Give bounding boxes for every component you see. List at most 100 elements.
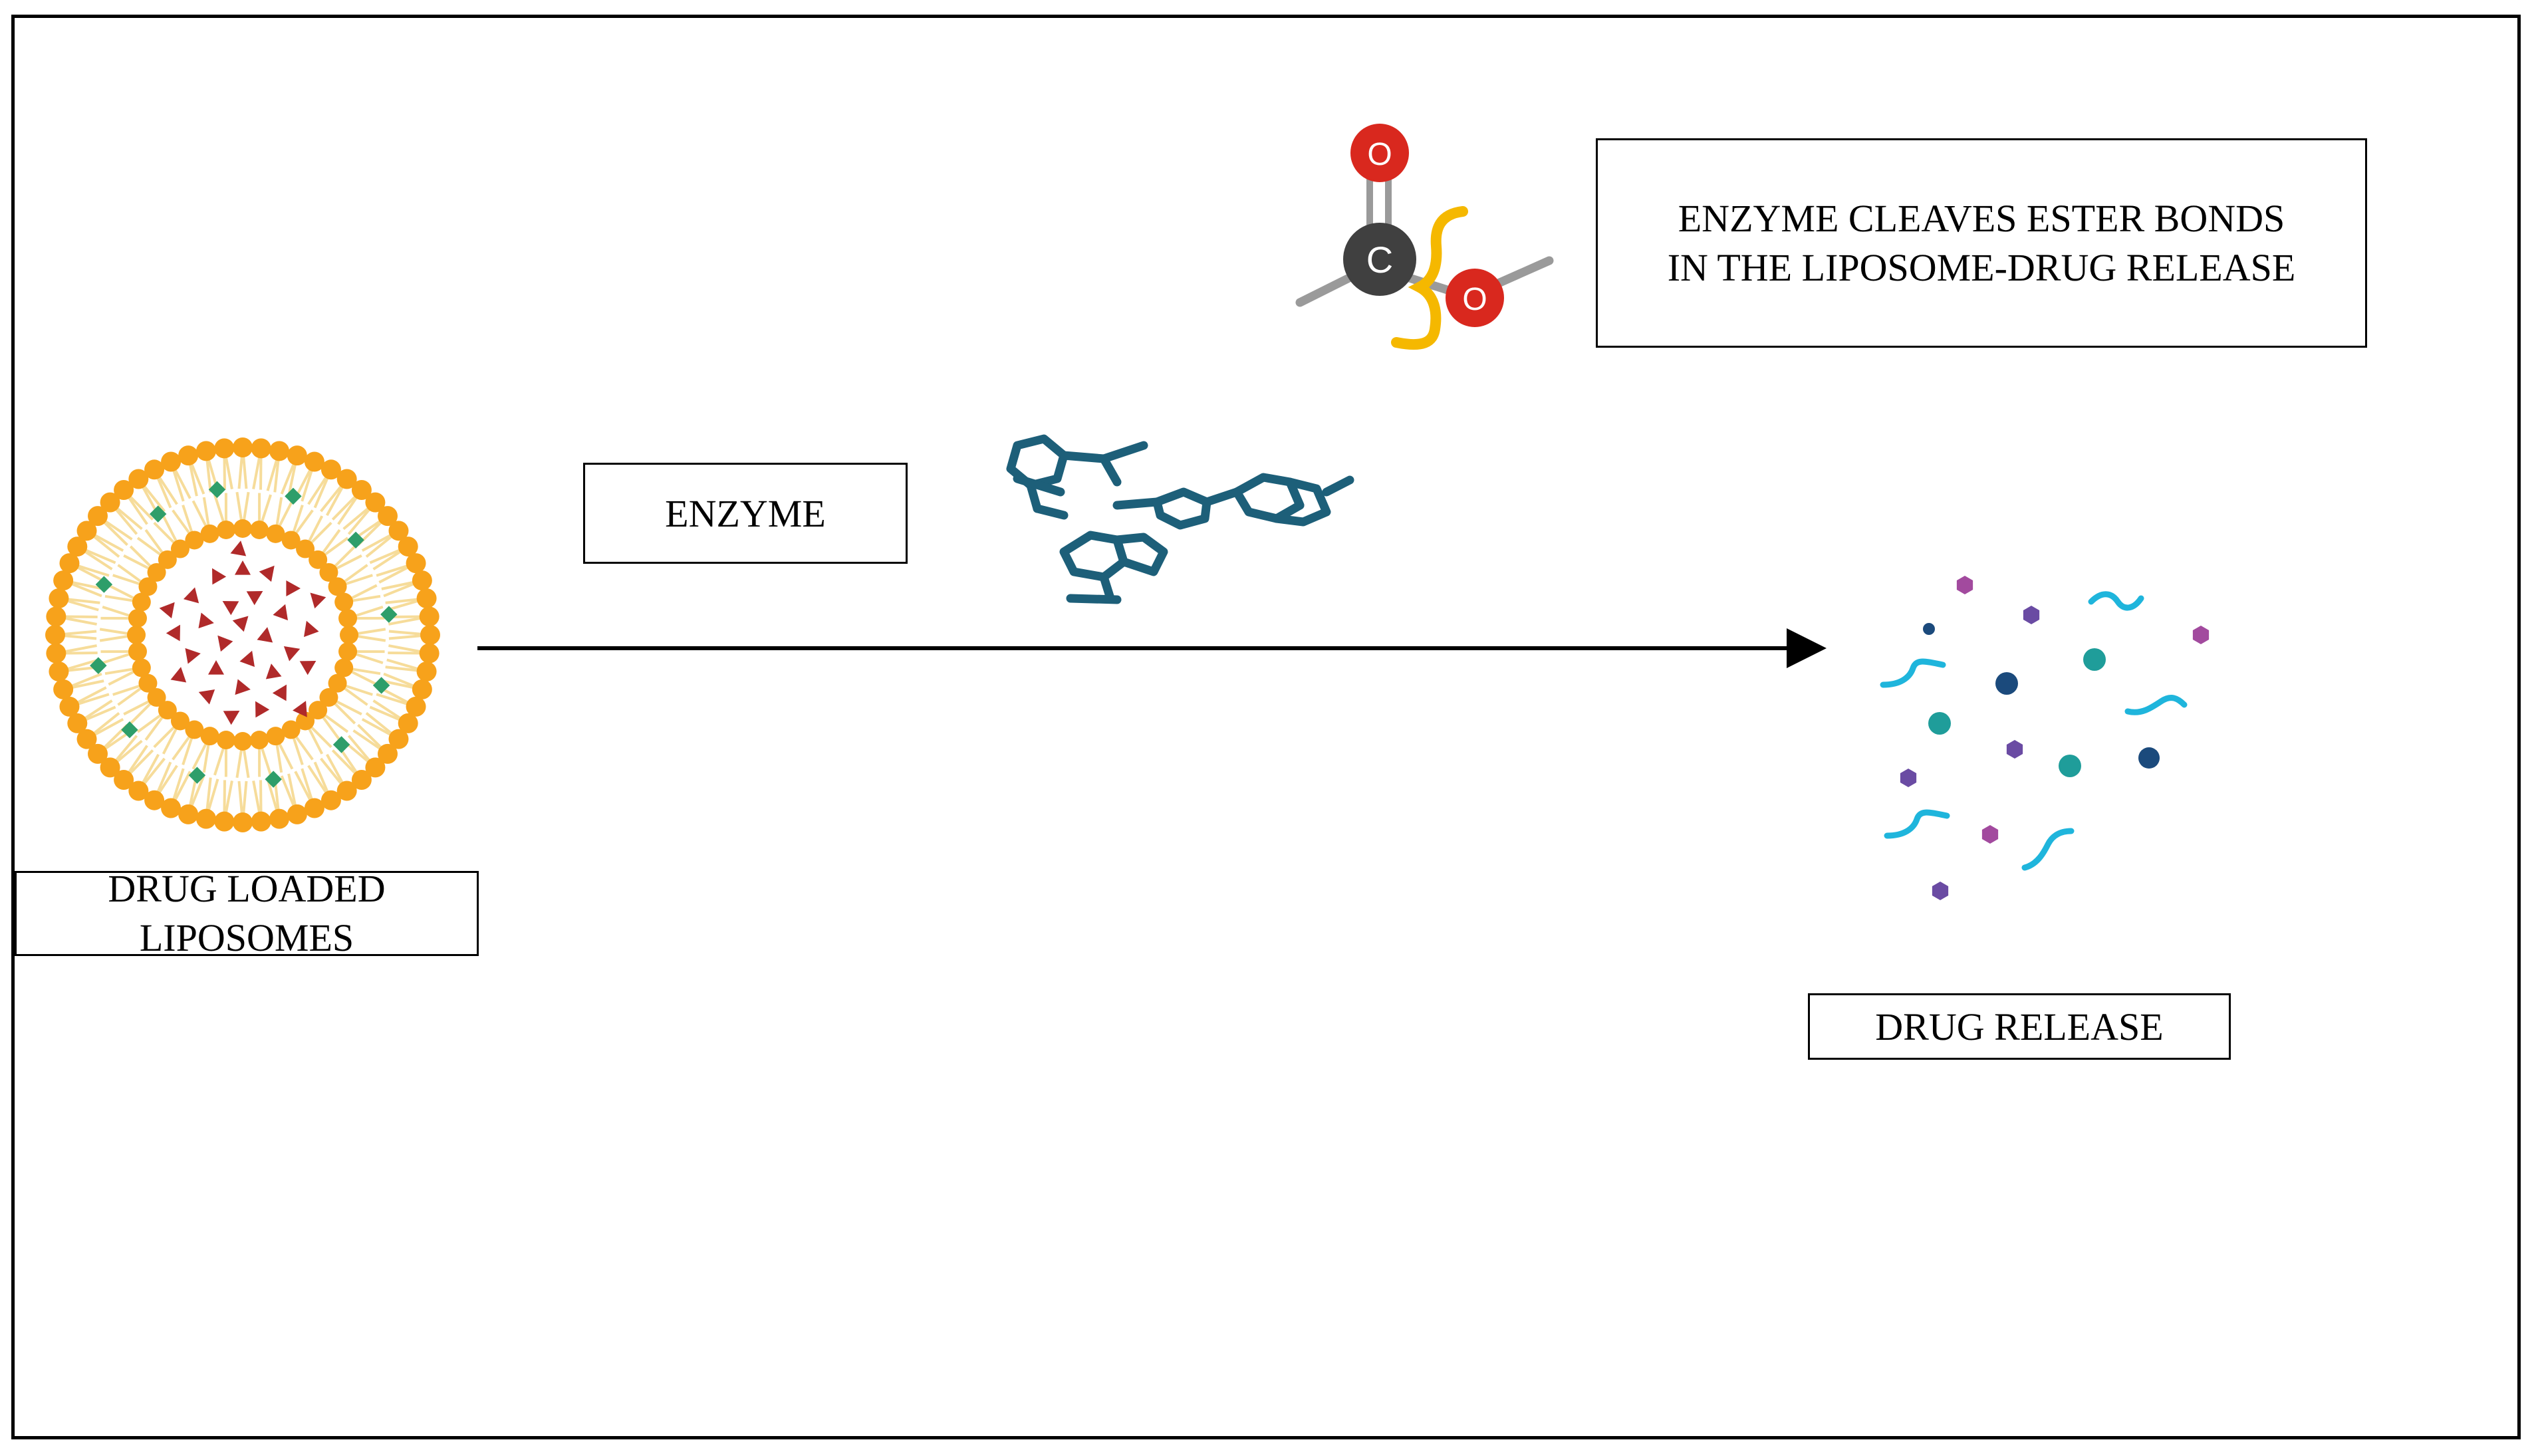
drug-particle-hexagon: [2023, 606, 2040, 624]
enzyme-fragment-2: [1112, 473, 1354, 530]
oxygen-atom-top-label: O: [1367, 137, 1392, 172]
drug-particle-squiggle: [1884, 809, 1950, 839]
lipid-head: [319, 688, 338, 707]
core-drug-triangle: [283, 646, 301, 662]
drug-particle-hexagon: [1900, 769, 1917, 787]
cleave-mark-icon: [1391, 206, 1468, 350]
drug-particle-hexagon: [1932, 882, 1949, 900]
lipid-head: [45, 625, 65, 645]
lipid-heads-inner: [127, 519, 358, 751]
lipid-head: [334, 658, 354, 677]
lipid-head: [88, 506, 108, 527]
lipid-head: [178, 445, 199, 466]
lipid-head: [416, 588, 437, 608]
core-drug-triangle: [255, 701, 270, 718]
lipid-head: [185, 531, 204, 550]
carbon-atom-label: C: [1366, 239, 1393, 281]
lipid-head: [287, 445, 307, 466]
lipid-head: [114, 480, 134, 501]
lipid-head: [46, 643, 66, 664]
core-drug-triangle: [198, 689, 215, 705]
lipid-head: [178, 804, 199, 824]
lipid-head: [296, 539, 315, 558]
lipid-head: [269, 808, 290, 829]
core-drug-triangle: [232, 616, 249, 632]
drug-particle-dot: [2083, 648, 2106, 671]
lipid-head: [377, 743, 398, 764]
drug-particle-dot: [1928, 712, 1951, 735]
enzyme-molecule-icon: [1006, 434, 1354, 604]
lipid-head: [336, 781, 357, 801]
drug-particle-hexagon: [1981, 825, 1999, 844]
lipid-head: [100, 757, 120, 778]
core-drug-triangle: [159, 602, 175, 619]
lipid-head: [388, 521, 409, 541]
lipid-head: [67, 713, 88, 733]
carbon-atom: [1343, 223, 1416, 296]
membrane-drug-square: [332, 736, 350, 753]
core-drug-triangle: [304, 620, 319, 638]
membrane-drug-square: [347, 531, 364, 549]
lipid-head: [161, 451, 182, 472]
released-drug-particles: [1880, 576, 2210, 900]
lipid-head: [76, 729, 97, 749]
lipid-head: [59, 553, 80, 574]
membrane-drug-square: [265, 771, 282, 788]
core-drug-triangle: [257, 627, 273, 643]
lipid-head: [158, 550, 177, 569]
core-drug-triangle: [293, 701, 307, 717]
lipid-head: [214, 438, 235, 459]
lipid-head: [309, 550, 328, 569]
core-drug-triangle: [286, 580, 301, 596]
lipid-head: [340, 626, 358, 644]
core-drug-triangle: [222, 601, 239, 616]
lipid-head: [53, 679, 74, 699]
lipid-head: [406, 553, 426, 574]
lipid-head: [233, 437, 253, 457]
core-drug-triangle: [185, 648, 201, 664]
core-drug-triangle: [235, 679, 251, 695]
lipid-head: [266, 727, 285, 746]
core-drug-triangle: [170, 667, 187, 683]
lipid-head: [147, 562, 166, 582]
lipid-head: [269, 441, 290, 461]
lipid-head: [195, 441, 216, 461]
core-drug-triangle: [183, 587, 199, 604]
core-drug-triangle: [198, 612, 214, 629]
lipid-head: [412, 679, 432, 699]
drug-particle-hexagon: [2006, 740, 2023, 759]
lipid-head: [398, 713, 418, 733]
lipid-head: [251, 438, 271, 459]
lipid-head: [233, 519, 252, 538]
membrane-drug-square: [380, 606, 398, 623]
lipid-head: [334, 592, 354, 612]
lipid-head: [250, 731, 269, 750]
enzyme-fragment-1: [1006, 434, 1148, 520]
lipid-head: [49, 588, 69, 608]
enzyme-fragment-3: [1059, 531, 1168, 604]
lipid-head: [281, 720, 301, 739]
lipid-head: [59, 696, 80, 717]
lipid-head: [416, 662, 437, 682]
lipid-head: [132, 592, 151, 612]
drug-release-label-text: DRUG RELEASE: [1875, 1005, 2164, 1048]
lipid-head: [147, 688, 166, 707]
lipid-head: [49, 662, 69, 682]
ester-cleavage-note: ENZYME CLEAVES ESTER BONDS IN THE LIPOSO…: [1596, 138, 2367, 348]
lipid-head: [138, 577, 158, 596]
lipid-head: [132, 658, 151, 677]
enzyme-label-box: ENZYME: [583, 463, 908, 564]
lipid-head: [67, 537, 88, 557]
lipid-head: [158, 701, 177, 720]
lipid-head: [420, 625, 440, 645]
lipid-head: [114, 769, 134, 790]
membrane-drug-square: [285, 487, 302, 505]
core-drug-triangle: [246, 591, 263, 606]
lipid-head: [338, 642, 358, 662]
lipid-head: [281, 531, 301, 550]
lipid-head: [398, 537, 418, 557]
lipid-head: [76, 521, 97, 541]
lipid-head: [351, 480, 372, 501]
oxygen-atom-side-label: O: [1462, 282, 1487, 317]
lipid-head: [185, 720, 204, 739]
